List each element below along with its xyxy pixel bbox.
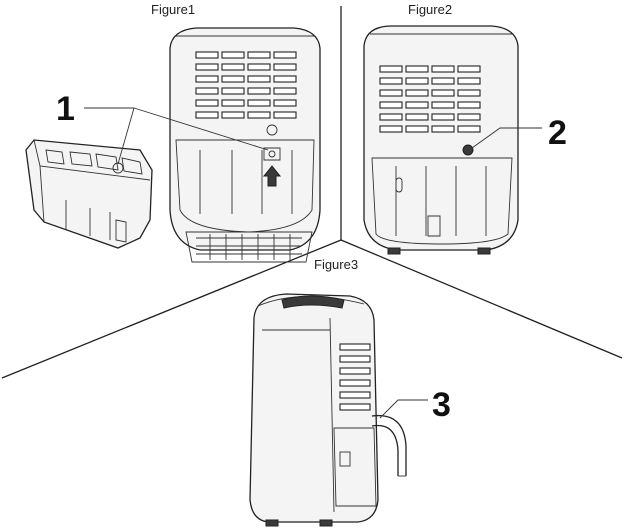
callout-1-number: 1 xyxy=(56,90,75,128)
callout-2: 2 xyxy=(471,114,567,152)
callout-3-number: 3 xyxy=(432,386,451,424)
figure1-up-arrow xyxy=(262,165,282,187)
figure1-bottom-grille xyxy=(196,234,302,260)
figure1-drain-port xyxy=(266,124,278,136)
drain-hose xyxy=(371,414,407,476)
figure3-caption: Figure3 xyxy=(314,257,358,272)
figure3-side-grill xyxy=(339,343,371,411)
figure2-grill xyxy=(379,65,481,133)
figure2-caption: Figure2 xyxy=(408,2,452,17)
figure2-unit xyxy=(363,25,519,255)
figure3-unit xyxy=(249,293,407,527)
figure1-unit xyxy=(169,27,321,263)
water-tank xyxy=(25,139,153,249)
figure1-caption: Figure1 xyxy=(151,2,195,17)
panel-dividers xyxy=(1,6,623,379)
callout-2-number: 2 xyxy=(548,114,567,152)
callout-1: 1 xyxy=(56,90,269,165)
figure2-continuous-drain-port xyxy=(462,144,474,156)
callout-3: 3 xyxy=(379,386,451,424)
figure1-grill xyxy=(195,51,297,119)
